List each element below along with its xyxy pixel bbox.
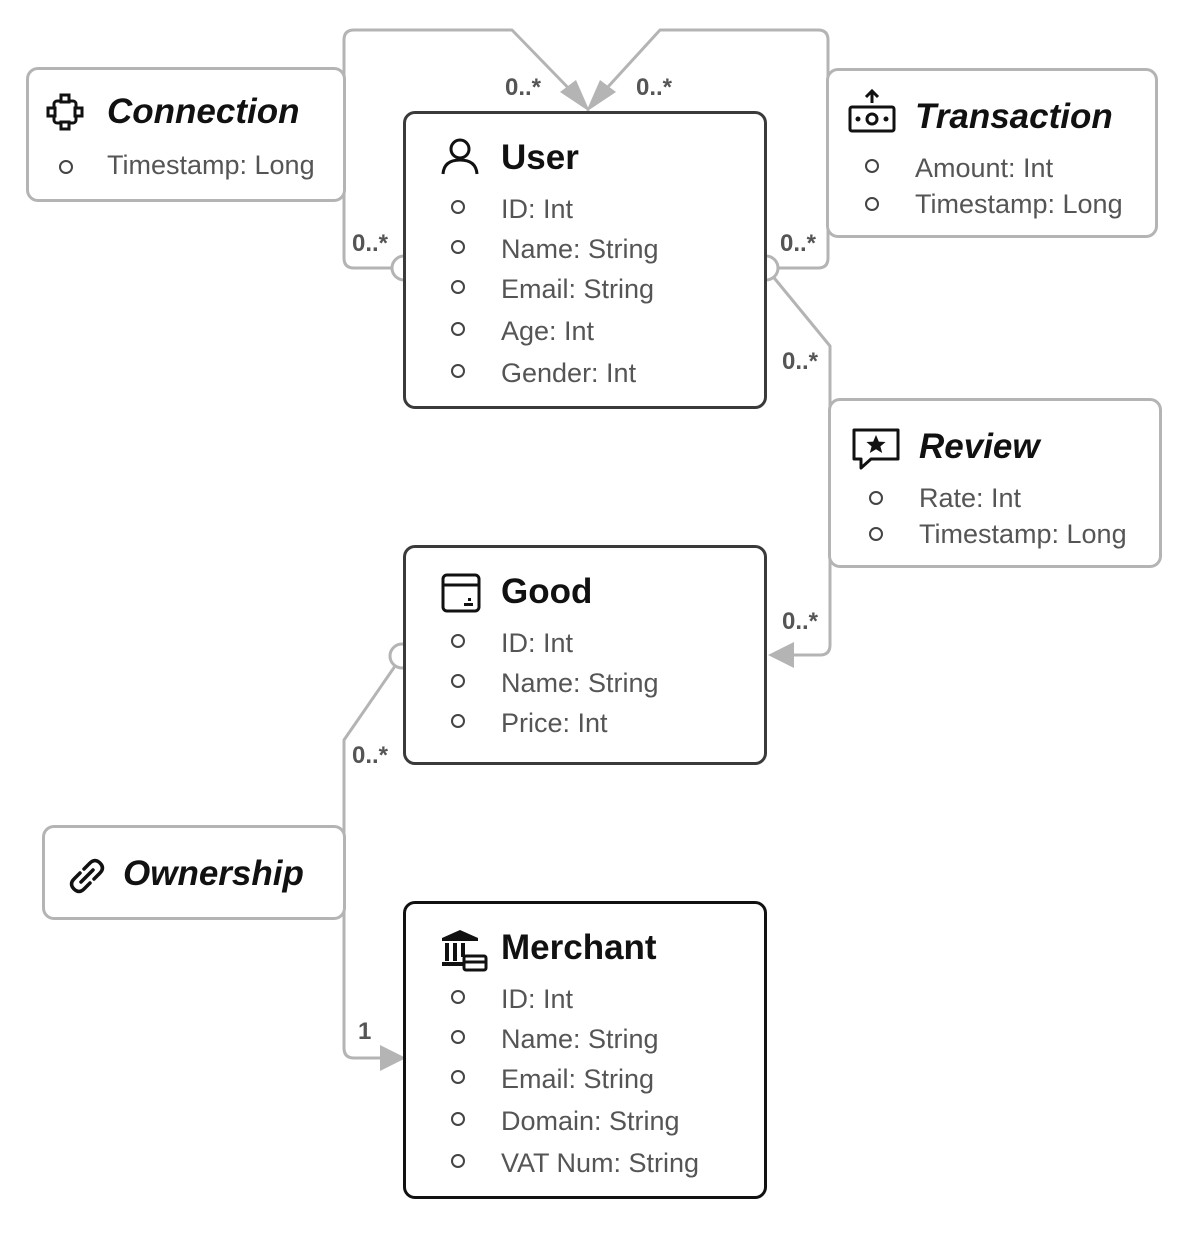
relationship-transaction[interactable]: Transaction Amount: Int Timestamp: Long	[826, 68, 1158, 238]
attribute: Age: Int	[501, 316, 595, 346]
attribute: Name: String	[501, 1024, 659, 1054]
cardinality-label: 1	[358, 1018, 372, 1045]
cardinality-label: 0..*	[780, 230, 817, 257]
attribute: Timestamp: Long	[919, 519, 1127, 549]
network-icon	[46, 93, 84, 131]
relationship-title: Connection	[107, 92, 300, 131]
attribute-bullet	[451, 1154, 465, 1168]
attribute-bullet	[865, 197, 879, 211]
arrowhead-review	[768, 642, 794, 668]
attribute-bullet	[451, 990, 465, 1004]
attribute-bullet	[451, 1030, 465, 1044]
attribute-bullet	[451, 322, 465, 336]
attribute: Amount: Int	[915, 153, 1054, 183]
attribute: ID: Int	[501, 628, 574, 658]
relationship-review[interactable]: Review Rate: Int Timestamp: Long	[828, 398, 1162, 568]
edge-connection	[342, 28, 582, 270]
attribute: Name: String	[501, 234, 659, 264]
cardinality-label: 0..*	[782, 608, 819, 635]
arrowhead-transaction	[586, 80, 616, 112]
cardinality-label: 0..*	[352, 742, 389, 769]
attribute-bullet	[451, 240, 465, 254]
relationship-title: Transaction	[915, 97, 1113, 136]
attribute-bullet	[451, 714, 465, 728]
attribute: ID: Int	[501, 984, 574, 1014]
edge-review	[764, 267, 832, 657]
attribute: Domain: String	[501, 1106, 680, 1136]
attribute-bullet	[451, 1070, 465, 1084]
attribute: Price: Int	[501, 708, 608, 738]
attribute-bullet	[451, 280, 465, 294]
attribute-bullet	[865, 159, 879, 173]
arrowhead-connection	[560, 80, 590, 112]
attribute-bullet	[451, 200, 465, 214]
box-icon	[441, 573, 481, 613]
cardinality-label: 0..*	[636, 74, 673, 101]
attribute: Email: String	[501, 274, 655, 304]
link-icon	[69, 858, 105, 894]
attribute: Rate: Int	[919, 483, 1022, 513]
money-transfer-icon	[848, 88, 896, 133]
edge-transaction	[594, 28, 830, 270]
star-comment-icon	[852, 428, 900, 470]
attribute: Name: String	[501, 668, 659, 698]
user-icon	[441, 138, 479, 175]
relationship-ownership[interactable]: Ownership	[42, 825, 346, 920]
attribute: ID: Int	[501, 194, 574, 224]
attribute-bullet	[451, 674, 465, 688]
entity-user[interactable]: User ID: Int Name: String Email: String …	[403, 111, 767, 409]
attribute-bullet	[451, 1112, 465, 1126]
relationship-title: Ownership	[123, 854, 304, 893]
attribute-bullet	[59, 160, 73, 174]
edge-ownership	[342, 655, 404, 1060]
bank-icon	[442, 930, 488, 972]
entity-title: Merchant	[501, 928, 657, 967]
attribute: Email: String	[501, 1064, 655, 1094]
relationship-connection[interactable]: Connection Timestamp: Long	[26, 67, 346, 202]
attribute: Gender: Int	[501, 358, 637, 388]
relationship-title: Review	[919, 427, 1040, 466]
entity-title: Good	[501, 572, 593, 611]
attribute: Timestamp: Long	[107, 150, 315, 180]
attribute-bullet	[451, 634, 465, 648]
cardinality-label: 0..*	[782, 348, 819, 375]
entity-good[interactable]: Good ID: Int Name: String Price: Int	[403, 545, 767, 765]
cardinality-label: 0..*	[352, 230, 389, 257]
entity-merchant[interactable]: Merchant ID: Int Name: String Email: Str…	[403, 901, 767, 1199]
attribute-bullet	[869, 491, 883, 505]
arrowhead-ownership	[380, 1045, 406, 1071]
attribute-bullet	[451, 364, 465, 378]
entity-title: User	[501, 138, 579, 177]
attribute: VAT Num: String	[501, 1148, 700, 1178]
attribute-bullet	[869, 527, 883, 541]
attribute: Timestamp: Long	[915, 189, 1123, 219]
cardinality-label: 0..*	[505, 74, 542, 101]
